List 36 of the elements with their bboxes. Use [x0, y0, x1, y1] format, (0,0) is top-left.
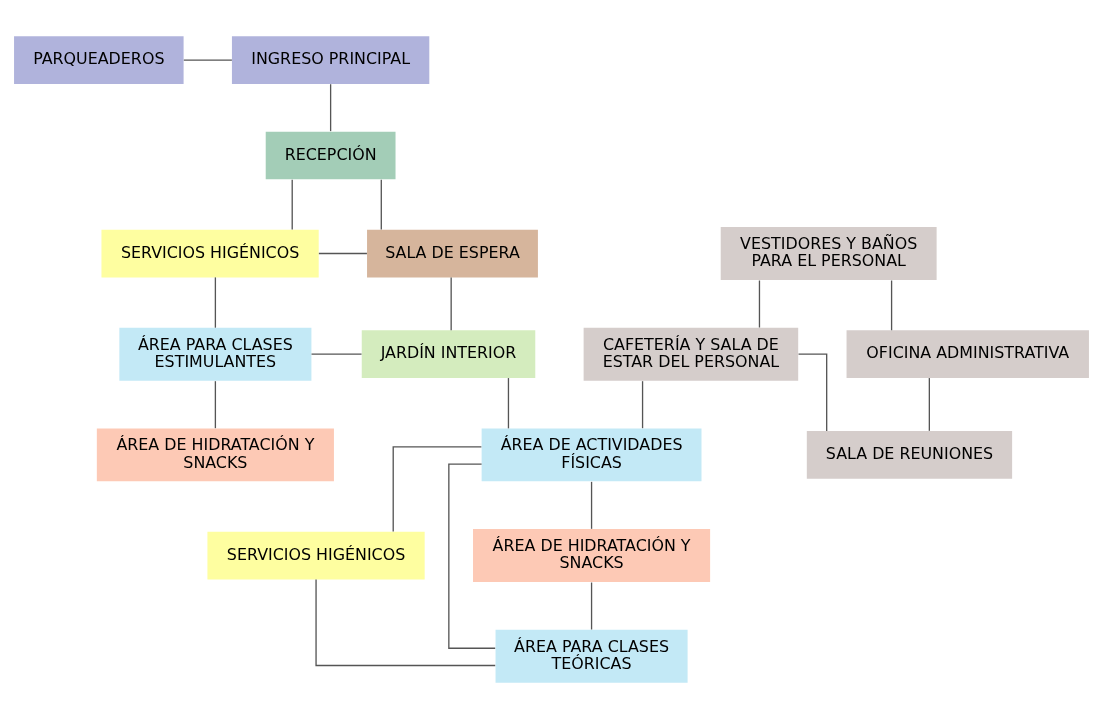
connector	[590, 480, 593, 529]
node-box: SALA DE REUNIONES	[806, 430, 1013, 479]
connector	[507, 376, 510, 429]
node-box: VESTIDORES Y BAÑOS PARA EL PERSONAL	[720, 226, 937, 280]
connector	[590, 581, 593, 630]
node-box: PARQUEADEROS	[14, 35, 184, 84]
node-box: SALA DE ESPERA	[367, 229, 538, 277]
connector	[214, 276, 217, 328]
node-box: ÁREA PARA CLASES TEÓRICAS	[495, 629, 688, 683]
node-box: RECEPCIÓN	[265, 131, 396, 179]
node-box: CAFETERÍA Y SALA DE ESTAR DEL PERSONAL	[583, 327, 799, 381]
connector	[183, 59, 233, 61]
node-box: SERVICIOS HIGÉNICOS	[101, 229, 319, 277]
node-box: JARDÍN INTERIOR	[361, 329, 536, 378]
node-box: OFICINA ADMINISTRATIVA	[846, 329, 1089, 378]
node-box: ÁREA DE HIDRATACIÓN Y SNACKS	[473, 528, 711, 582]
connector	[928, 376, 930, 431]
connector	[797, 353, 828, 432]
connector	[329, 83, 332, 132]
connector	[380, 178, 382, 230]
connector	[758, 279, 761, 328]
node-box: INGRESO PRINCIPAL	[231, 35, 430, 84]
connector	[392, 445, 483, 532]
connector	[214, 380, 217, 429]
connector	[291, 178, 293, 230]
connector	[641, 380, 644, 429]
connector	[315, 578, 496, 666]
node-box: ÁREA DE HIDRATACIÓN Y SNACKS	[96, 427, 334, 481]
node-box: SERVICIOS HIGÉNICOS	[207, 531, 425, 579]
connector	[448, 462, 496, 649]
node-box: ÁREA DE ACTIVIDADES FÍSICAS	[481, 427, 702, 481]
node-box: ÁREA PARA CLASES ESTIMULANTES	[119, 327, 312, 381]
connector	[310, 353, 363, 355]
connector	[450, 276, 452, 331]
connector	[318, 252, 368, 254]
connector	[890, 279, 893, 331]
